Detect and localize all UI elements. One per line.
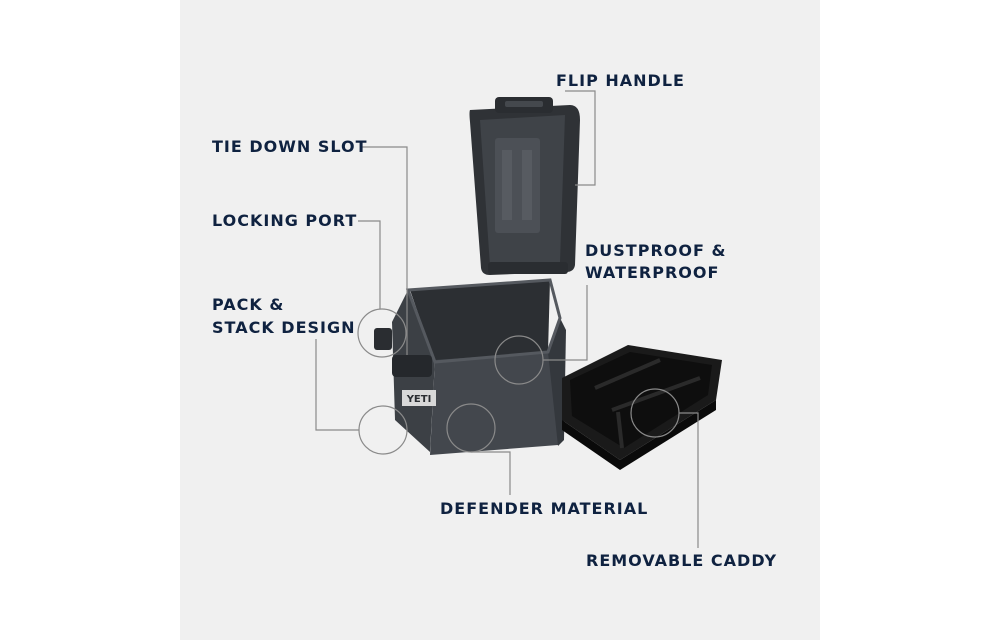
locking-port-leader-line: [358, 220, 381, 309]
defender-material-label: DEFENDER MATERIAL: [440, 499, 649, 518]
removable-caddy: [562, 345, 722, 470]
flip-handle-leader-line: [565, 90, 596, 186]
pack-stack-label-line1: PACK &: [212, 295, 285, 314]
removable-caddy-leader-line: [679, 412, 699, 548]
locking-port-callout-circle: [357, 308, 407, 358]
tie-down-slot-leader-line: [360, 146, 408, 355]
defender-material-leader-line: [471, 451, 511, 495]
pack-stack-callout-circle: [358, 405, 408, 455]
pack-stack-label-line2: STACK DESIGN: [212, 318, 356, 337]
flip-handle-label: FLIP HANDLE: [556, 71, 685, 90]
yeti-badge: YETI: [402, 390, 436, 406]
dustproof-leader-line: [543, 285, 588, 361]
flip-handle: [495, 97, 553, 113]
locking-port-label: LOCKING PORT: [212, 211, 358, 230]
locking-port: [374, 328, 392, 350]
dustproof-label-line2: WATERPROOF: [585, 263, 720, 282]
tie-down-slot-label: TIE DOWN SLOT: [212, 137, 368, 156]
tie-down-slot: [392, 355, 432, 377]
pack-stack-leader-line: [315, 339, 359, 431]
cooler-lid: [469, 105, 580, 275]
dustproof-label-line1: DUSTPROOF &: [585, 241, 727, 260]
svg-text:YETI: YETI: [406, 394, 432, 405]
removable-caddy-label: REMOVABLE CADDY: [586, 551, 778, 570]
